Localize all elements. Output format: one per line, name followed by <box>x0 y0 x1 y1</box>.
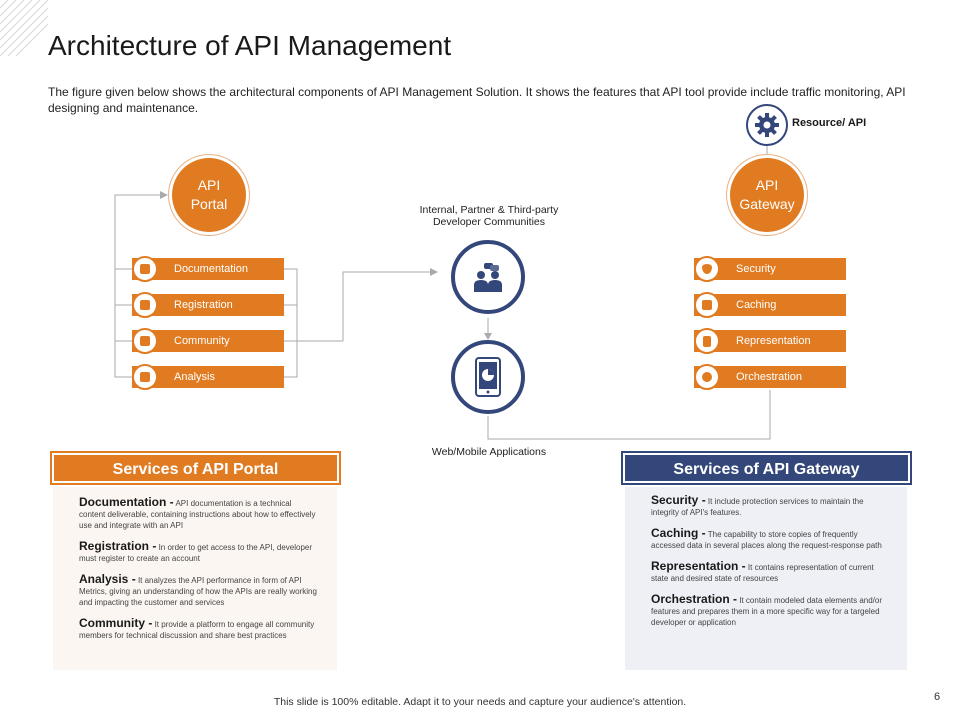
service-text: It include protection services to mainta… <box>651 497 864 517</box>
service-title: Community - <box>79 616 153 630</box>
mobile-phone-icon <box>475 357 501 397</box>
portal-service-analysis: Analysis - It analyzes the API performan… <box>79 572 317 608</box>
resource-api-label: Resource/ API <box>792 117 867 129</box>
communities-label-line2: Developer Communities <box>432 216 546 228</box>
gateway-service-caching: Caching - The capability to store copies… <box>651 526 889 551</box>
api-gateway-label-line2: Gateway <box>739 196 795 212</box>
api-gateway-circle: API Gateway <box>730 158 804 232</box>
gateway-item-label: Security <box>736 263 776 275</box>
gateway-services-panel: Security - It include protection service… <box>625 487 907 670</box>
portal-service-documentation: Documentation - API documentation is a t… <box>79 495 317 531</box>
service-title: Caching - <box>651 526 706 540</box>
slide-description: The figure given below shows the archite… <box>48 85 906 115</box>
document-icon <box>132 256 158 282</box>
gateway-item-security: Security <box>694 258 846 280</box>
gateway-services-heading: Services of API Gateway <box>621 451 912 485</box>
portal-item-label: Registration <box>174 299 233 311</box>
gateway-item-label: Caching <box>736 299 777 311</box>
service-title: Registration - <box>79 539 157 553</box>
portal-item-community: Community <box>132 330 284 352</box>
api-gateway-label-line1: API <box>755 177 779 193</box>
portal-item-documentation: Documentation <box>132 258 284 280</box>
gateway-item-caching: Caching <box>694 294 846 316</box>
api-portal-circle: API Portal <box>172 158 246 232</box>
api-portal-label-line2: Portal <box>190 196 228 212</box>
portal-item-label: Community <box>174 335 230 347</box>
corner-hatch-decoration <box>0 0 48 57</box>
page-number: 6 <box>934 691 941 703</box>
service-text: API documentation is a technical content… <box>79 499 316 530</box>
gateway-item-label: Representation <box>736 335 811 347</box>
portal-item-registration: Registration <box>132 294 284 316</box>
service-text: It analyzes the API performance in form … <box>79 576 317 607</box>
caching-icon <box>694 292 720 318</box>
gateway-service-security: Security - It include protection service… <box>651 493 889 518</box>
communities-label-line1: Internal, Partner & Third-party <box>419 204 559 216</box>
portal-service-registration: Registration - In order to get access to… <box>79 539 317 564</box>
resource-api-circle <box>746 104 788 146</box>
footer-note: This slide is 100% editable. Adapt it to… <box>273 696 687 708</box>
service-text: In order to get access to the API, devel… <box>79 543 313 563</box>
portal-item-label: Analysis <box>174 371 215 383</box>
registration-icon <box>132 292 158 318</box>
people-meeting-icon <box>474 263 502 292</box>
slide-title: Architecture of API Management <box>48 30 452 61</box>
gateway-item-label: Orchestration <box>736 371 803 383</box>
portal-services-panel: Documentation - API documentation is a t… <box>53 487 337 670</box>
developer-communities-circle <box>451 240 525 314</box>
gateway-item-representation: Representation <box>694 330 846 352</box>
mobile-applications-circle <box>451 340 525 414</box>
portal-item-label: Documentation <box>174 263 248 275</box>
service-title: Representation - <box>651 559 746 573</box>
service-title: Security - <box>651 493 706 507</box>
service-text: It contains representation of current st… <box>651 563 874 583</box>
portal-service-community: Community - It provide a platform to eng… <box>79 616 317 641</box>
portal-services-heading: Services of API Portal <box>50 451 341 485</box>
gateway-service-representation: Representation - It contains representat… <box>651 559 889 584</box>
service-text: It provide a platform to engage all comm… <box>79 620 315 640</box>
target-icon <box>694 364 720 390</box>
gateway-service-orchestration: Orchestration - It contain modeled data … <box>651 592 889 628</box>
analysis-icon <box>132 364 158 390</box>
service-text: It contain modeled data elements and/or … <box>651 596 883 627</box>
service-text: The capability to store copies of freque… <box>651 530 882 550</box>
shield-icon <box>694 256 720 282</box>
representation-document-icon <box>694 328 720 354</box>
api-portal-label-line1: API <box>197 177 221 193</box>
portal-item-analysis: Analysis <box>132 366 284 388</box>
service-title: Documentation - <box>79 495 174 509</box>
service-title: Analysis - <box>79 572 136 586</box>
service-title: Orchestration - <box>651 592 738 606</box>
communities-label: Internal, Partner & Third-party Develope… <box>390 204 588 228</box>
community-icon <box>132 328 158 354</box>
gear-icon <box>755 113 779 137</box>
web-mobile-applications-label: Web/Mobile Applications <box>431 446 547 458</box>
gateway-item-orchestration: Orchestration <box>694 366 846 388</box>
